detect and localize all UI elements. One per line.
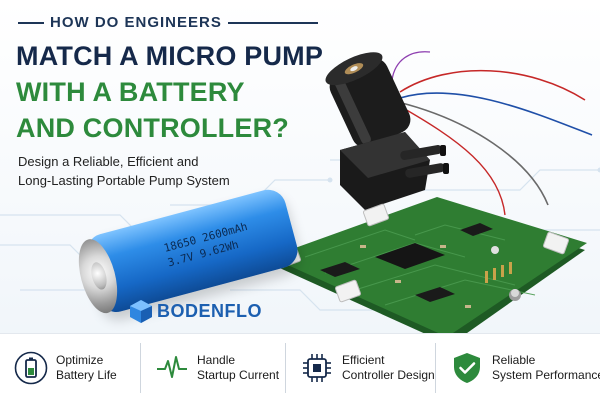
controller-pcb-illustration <box>270 197 587 345</box>
eyebrow-rule-left <box>18 21 44 24</box>
brand-logo: BODENFLO <box>128 298 262 324</box>
micro-pump-illustration <box>325 51 593 216</box>
feature-strip: Optimize Battery Life Handle Startup Cur… <box>0 333 600 400</box>
brand-mark-icon <box>130 300 152 323</box>
feature-controller-design: Efficient Controller Design <box>285 342 435 393</box>
subtitle-line-1: Design a Reliable, Efficient and <box>18 154 199 169</box>
battery-icon <box>14 351 48 384</box>
feature-3-line-1: Efficient <box>342 352 385 367</box>
feature-1-line-1: Optimize <box>56 352 104 367</box>
eyebrow-text: HOW DO ENGINEERS <box>50 14 222 31</box>
headline-line-2: WITH A BATTERY <box>16 77 245 107</box>
feature-2-line-1: Handle <box>197 352 236 367</box>
pulse-icon <box>157 355 187 378</box>
eyebrow: HOW DO ENGINEERS <box>18 14 318 31</box>
chip-icon <box>303 353 331 382</box>
feature-4-line-2: System Performance <box>492 367 600 382</box>
feature-2-line-2: Startup Current <box>197 367 280 382</box>
subtitle-line-2: Long-Lasting Portable Pump System <box>18 173 230 188</box>
feature-4-line-1: Reliable <box>492 352 536 367</box>
headline-line-3: AND CONTROLLER? <box>16 113 289 143</box>
brand-name: BODENFLO <box>157 300 262 321</box>
headline-line-1: MATCH A MICRO PUMP <box>16 41 324 71</box>
eyebrow-rule-right <box>227 21 318 24</box>
shield-check-icon <box>454 352 480 383</box>
feature-3-line-2: Controller Design <box>342 367 435 382</box>
feature-1-line-2: Battery Life <box>56 367 117 382</box>
feature-system-performance: Reliable System Performance <box>435 342 600 393</box>
feature-battery-life: Optimize Battery Life <box>0 343 140 393</box>
feature-startup-current: Handle Startup Current <box>140 342 285 393</box>
